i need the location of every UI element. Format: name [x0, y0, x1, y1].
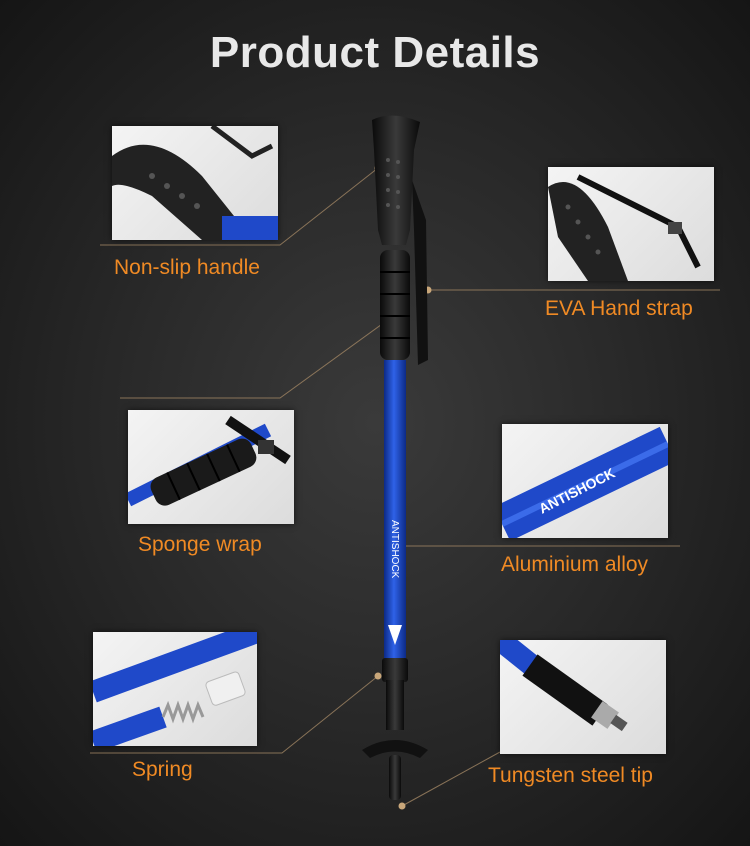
label-eva-hand-strap: EVA Hand strap	[545, 297, 693, 320]
label-aluminium-alloy: Aluminium alloy	[501, 553, 649, 576]
line-non-slip-handle	[100, 167, 379, 246]
pole-grip	[372, 115, 420, 245]
pole-brand-text: ANTISHOCK	[389, 520, 400, 579]
line-spring	[90, 675, 379, 754]
pole-sponge	[380, 250, 410, 360]
line-sponge-wrap	[120, 321, 386, 399]
trekking-pole: ANTISHOCK	[362, 115, 428, 800]
photo-eva-hand-strap	[548, 167, 714, 281]
label-tungsten-steel-tip: Tungsten steel tip	[488, 764, 653, 787]
pole-strap	[412, 180, 428, 365]
pole-basket	[362, 740, 428, 758]
label-spring: Spring	[132, 758, 193, 781]
photo-sponge-wrap	[128, 410, 294, 524]
photo-spring	[93, 632, 257, 746]
photo-non-slip-handle	[112, 126, 278, 240]
page-title: Product Details	[209, 28, 541, 77]
pole-shaft-lower	[386, 680, 404, 730]
label-sponge-wrap: Sponge wrap	[138, 533, 262, 556]
pole-shaft-upper	[384, 360, 406, 660]
pole-tip	[389, 755, 401, 800]
photo-aluminium-alloy: ANTISHOCK	[502, 424, 668, 538]
photo-tungsten-steel-tip	[500, 640, 666, 754]
label-non-slip-handle: Non-slip handle	[114, 256, 260, 279]
line-tungsten-tip	[401, 751, 501, 807]
